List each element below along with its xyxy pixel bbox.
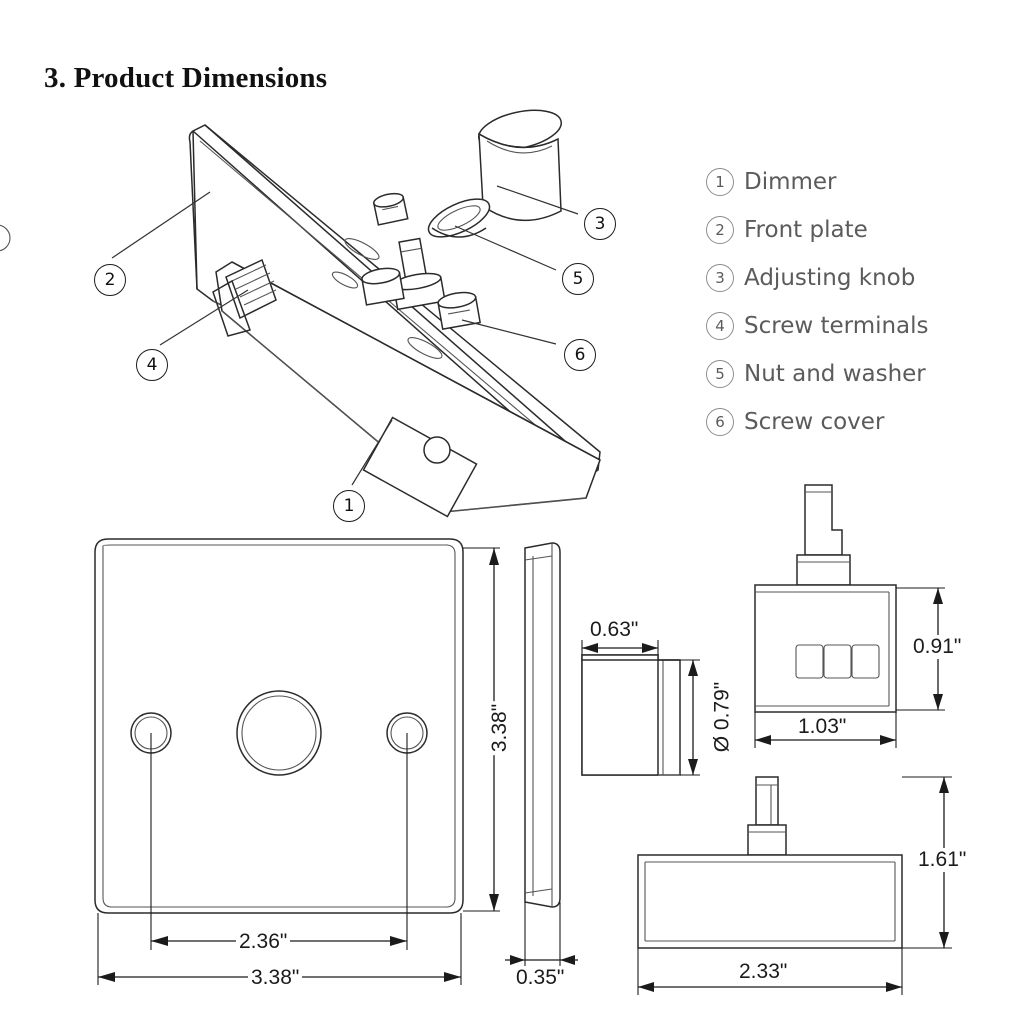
legend-item-front-plate: 2 Front plate — [706, 206, 996, 254]
legend-item-dimmer: 1 Dimmer — [706, 158, 996, 206]
legend-number-icon-1: 1 — [706, 168, 734, 196]
dim-label-module-width: 1.03" — [795, 715, 850, 739]
legend-number-icon-2: 2 — [706, 216, 734, 244]
legend-number-icon-5: 5 — [706, 360, 734, 388]
dim-module-side-width — [637, 948, 903, 995]
dim-label-screw-spacing: 2.36" — [236, 930, 291, 954]
plate-slots — [331, 238, 443, 359]
dim-label-knob-diameter: Ø 0.79" — [710, 678, 735, 756]
dim-label-plate-height: 3.38" — [488, 700, 513, 756]
legend-label-1: Dimmer — [744, 169, 837, 195]
dim-knob-width — [581, 640, 659, 655]
screw-terminals-iso — [212, 258, 277, 337]
legend-label-2: Front plate — [744, 217, 868, 243]
dim-label-plate-thickness: 0.35" — [513, 966, 568, 990]
legend-item-screw-cover: 6 Screw cover — [706, 398, 996, 446]
page-title: 3. Product Dimensions — [44, 62, 328, 94]
legend-number-icon-6: 6 — [706, 408, 734, 436]
exploded-assembly-view — [111, 109, 601, 518]
dim-knob-diameter — [680, 659, 700, 776]
legend-item-screw-terminals: 4 Screw terminals — [706, 302, 996, 350]
module-side-view — [637, 776, 903, 949]
front-plate-front-view — [94, 538, 464, 914]
callout-4-screw-terminals[interactable]: 4 — [136, 349, 168, 381]
dim-plate-thickness — [505, 902, 578, 968]
cut-off-circle-left — [0, 224, 11, 252]
dim-label-plate-width: 3.38" — [248, 966, 303, 990]
legend-number-icon-3: 3 — [706, 264, 734, 292]
dim-label-module-side-width: 2.33" — [736, 960, 791, 984]
legend-number-icon-4: 4 — [706, 312, 734, 340]
dimmer-body-iso — [215, 261, 601, 518]
legend-item-nut-and-washer: 5 Nut and washer — [706, 350, 996, 398]
dim-module-width — [754, 712, 897, 748]
screw-cover-iso — [361, 237, 482, 330]
legend-label-5: Nut and washer — [744, 361, 926, 387]
module-front-view — [754, 484, 897, 713]
knob-ortho-view — [581, 654, 681, 776]
parts-legend: 1 Dimmer 2 Front plate 3 Adjusting knob … — [706, 158, 996, 446]
dim-label-module-height: 0.91" — [910, 635, 965, 659]
adjusting-knob-iso — [477, 109, 563, 222]
callout-6-screw-cover[interactable]: 6 — [564, 339, 596, 371]
legend-item-adjusting-knob: 3 Adjusting knob — [706, 254, 996, 302]
plate-side-view — [524, 542, 561, 908]
legend-label-4: Screw terminals — [744, 313, 929, 339]
callout-leader-lines — [111, 185, 579, 486]
legend-label-6: Screw cover — [744, 409, 885, 435]
dim-label-knob-width: 0.63" — [587, 618, 642, 642]
callout-5-nut-and-washer[interactable]: 5 — [562, 263, 594, 295]
callout-2-front-plate[interactable]: 2 — [94, 264, 126, 296]
dim-label-module-side-height: 1.61" — [915, 848, 970, 872]
nut-and-washer-iso — [372, 192, 491, 238]
callout-1-dimmer[interactable]: 1 — [333, 490, 365, 522]
callout-3-adjusting-knob[interactable]: 3 — [584, 208, 616, 240]
legend-label-3: Adjusting knob — [744, 265, 916, 291]
